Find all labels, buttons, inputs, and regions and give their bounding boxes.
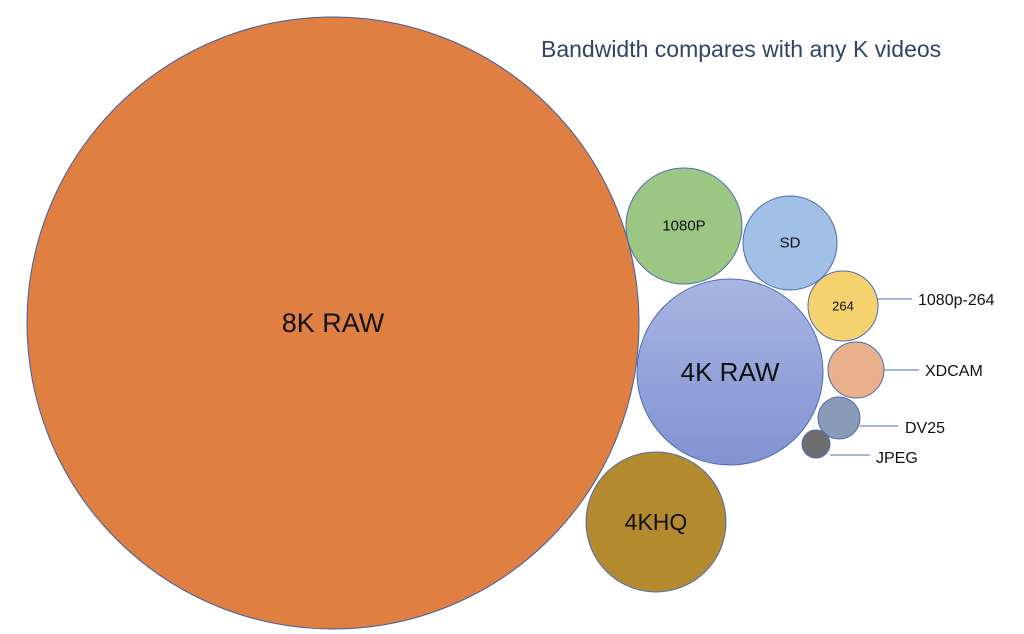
bubble-4khq: [585, 451, 727, 593]
bubble-1080p-264: [807, 270, 879, 342]
callout-label-1080p-264: 1080p-264: [918, 292, 995, 309]
bubble-label-1080p-264: 264: [832, 299, 854, 314]
bubble-label-sd: SD: [780, 235, 801, 252]
callout-label-dv25: DV25: [905, 420, 945, 437]
bubble-jpeg: [801, 429, 831, 459]
bubble-label-4khq: 4KHQ: [625, 509, 688, 535]
bubble-8k-raw: [26, 16, 640, 630]
bubble-4k-raw: [636, 278, 824, 466]
callout-label-jpeg: JPEG: [876, 450, 918, 467]
bubble-dv25: [817, 396, 861, 440]
bubble-label-1080p: 1080P: [662, 218, 705, 235]
bubble-sd: [742, 195, 838, 291]
callout-label-xdcam: XDCAM: [925, 363, 983, 380]
bubble-1080p: [625, 167, 743, 285]
bubble-label-8k-raw: 8K RAW: [282, 308, 385, 338]
bubble-label-4k-raw: 4K RAW: [681, 357, 780, 387]
chart-title: Bandwidth compares with any K videos: [541, 36, 942, 62]
bubble-xdcam: [827, 341, 885, 399]
